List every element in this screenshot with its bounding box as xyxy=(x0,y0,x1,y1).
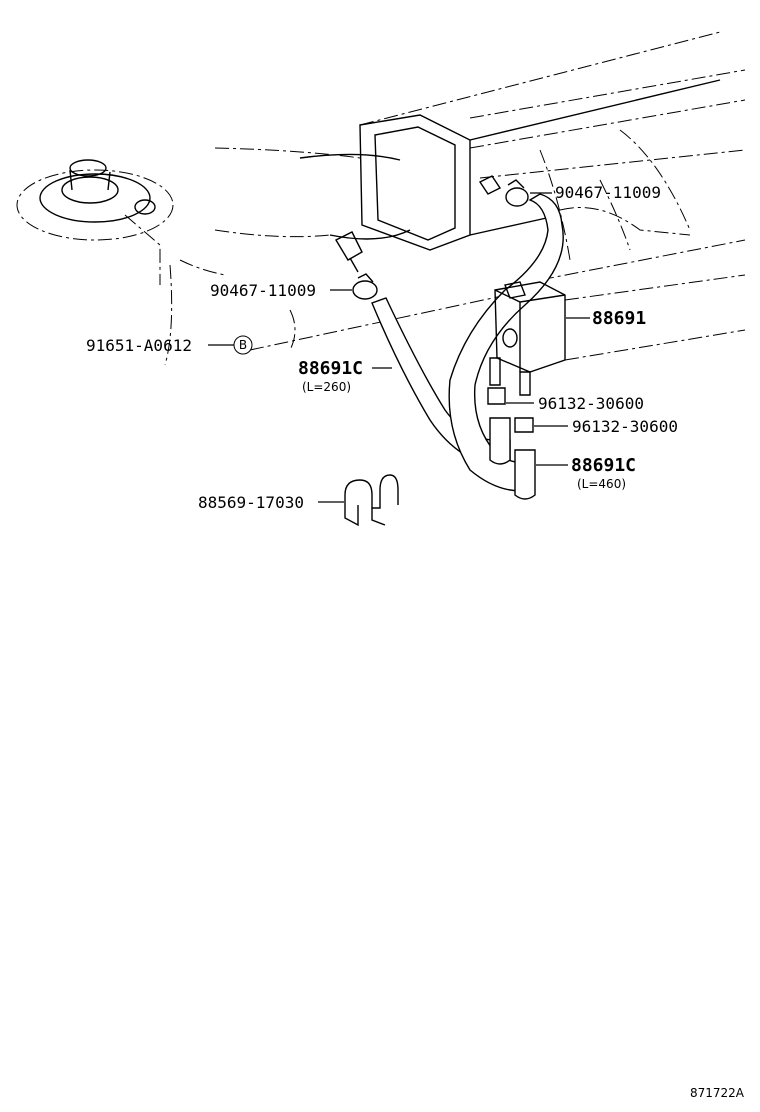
label-clamp-small-1: 96132-30600 xyxy=(538,394,644,413)
label-bolt: 91651-A0612 xyxy=(86,336,192,355)
intake-block xyxy=(299,79,721,251)
label-hose-long-length: (L=460) xyxy=(577,477,626,491)
ref-circle-b: B xyxy=(233,335,253,355)
vsv-valve xyxy=(489,281,566,396)
hose-clamps xyxy=(352,179,534,433)
label-hose-long: 88691C xyxy=(571,455,636,476)
part-labels: 90467-11009 90467-11009 91651-A0612 8869… xyxy=(86,183,745,1100)
leader-lines xyxy=(208,192,590,503)
ref-circle-b-text: B xyxy=(239,338,247,352)
hose-clip xyxy=(344,474,399,527)
label-hose-short-length: (L=260) xyxy=(302,380,351,394)
label-clamp-top: 90467-11009 xyxy=(555,183,661,202)
label-clamp-small-2: 96132-30600 xyxy=(572,417,678,436)
label-valve: 88691 xyxy=(592,308,646,329)
vacuum-nipple-top xyxy=(478,175,502,195)
hose-long xyxy=(448,193,564,500)
label-clamp-left: 90467-11009 xyxy=(210,281,316,300)
vacuum-nipple xyxy=(335,231,363,273)
air-cleaner-cap xyxy=(16,159,174,285)
diagram-code: 871722A xyxy=(690,1086,745,1100)
label-hose-short: 88691C xyxy=(298,358,363,379)
label-clip: 88569-17030 xyxy=(198,493,304,512)
